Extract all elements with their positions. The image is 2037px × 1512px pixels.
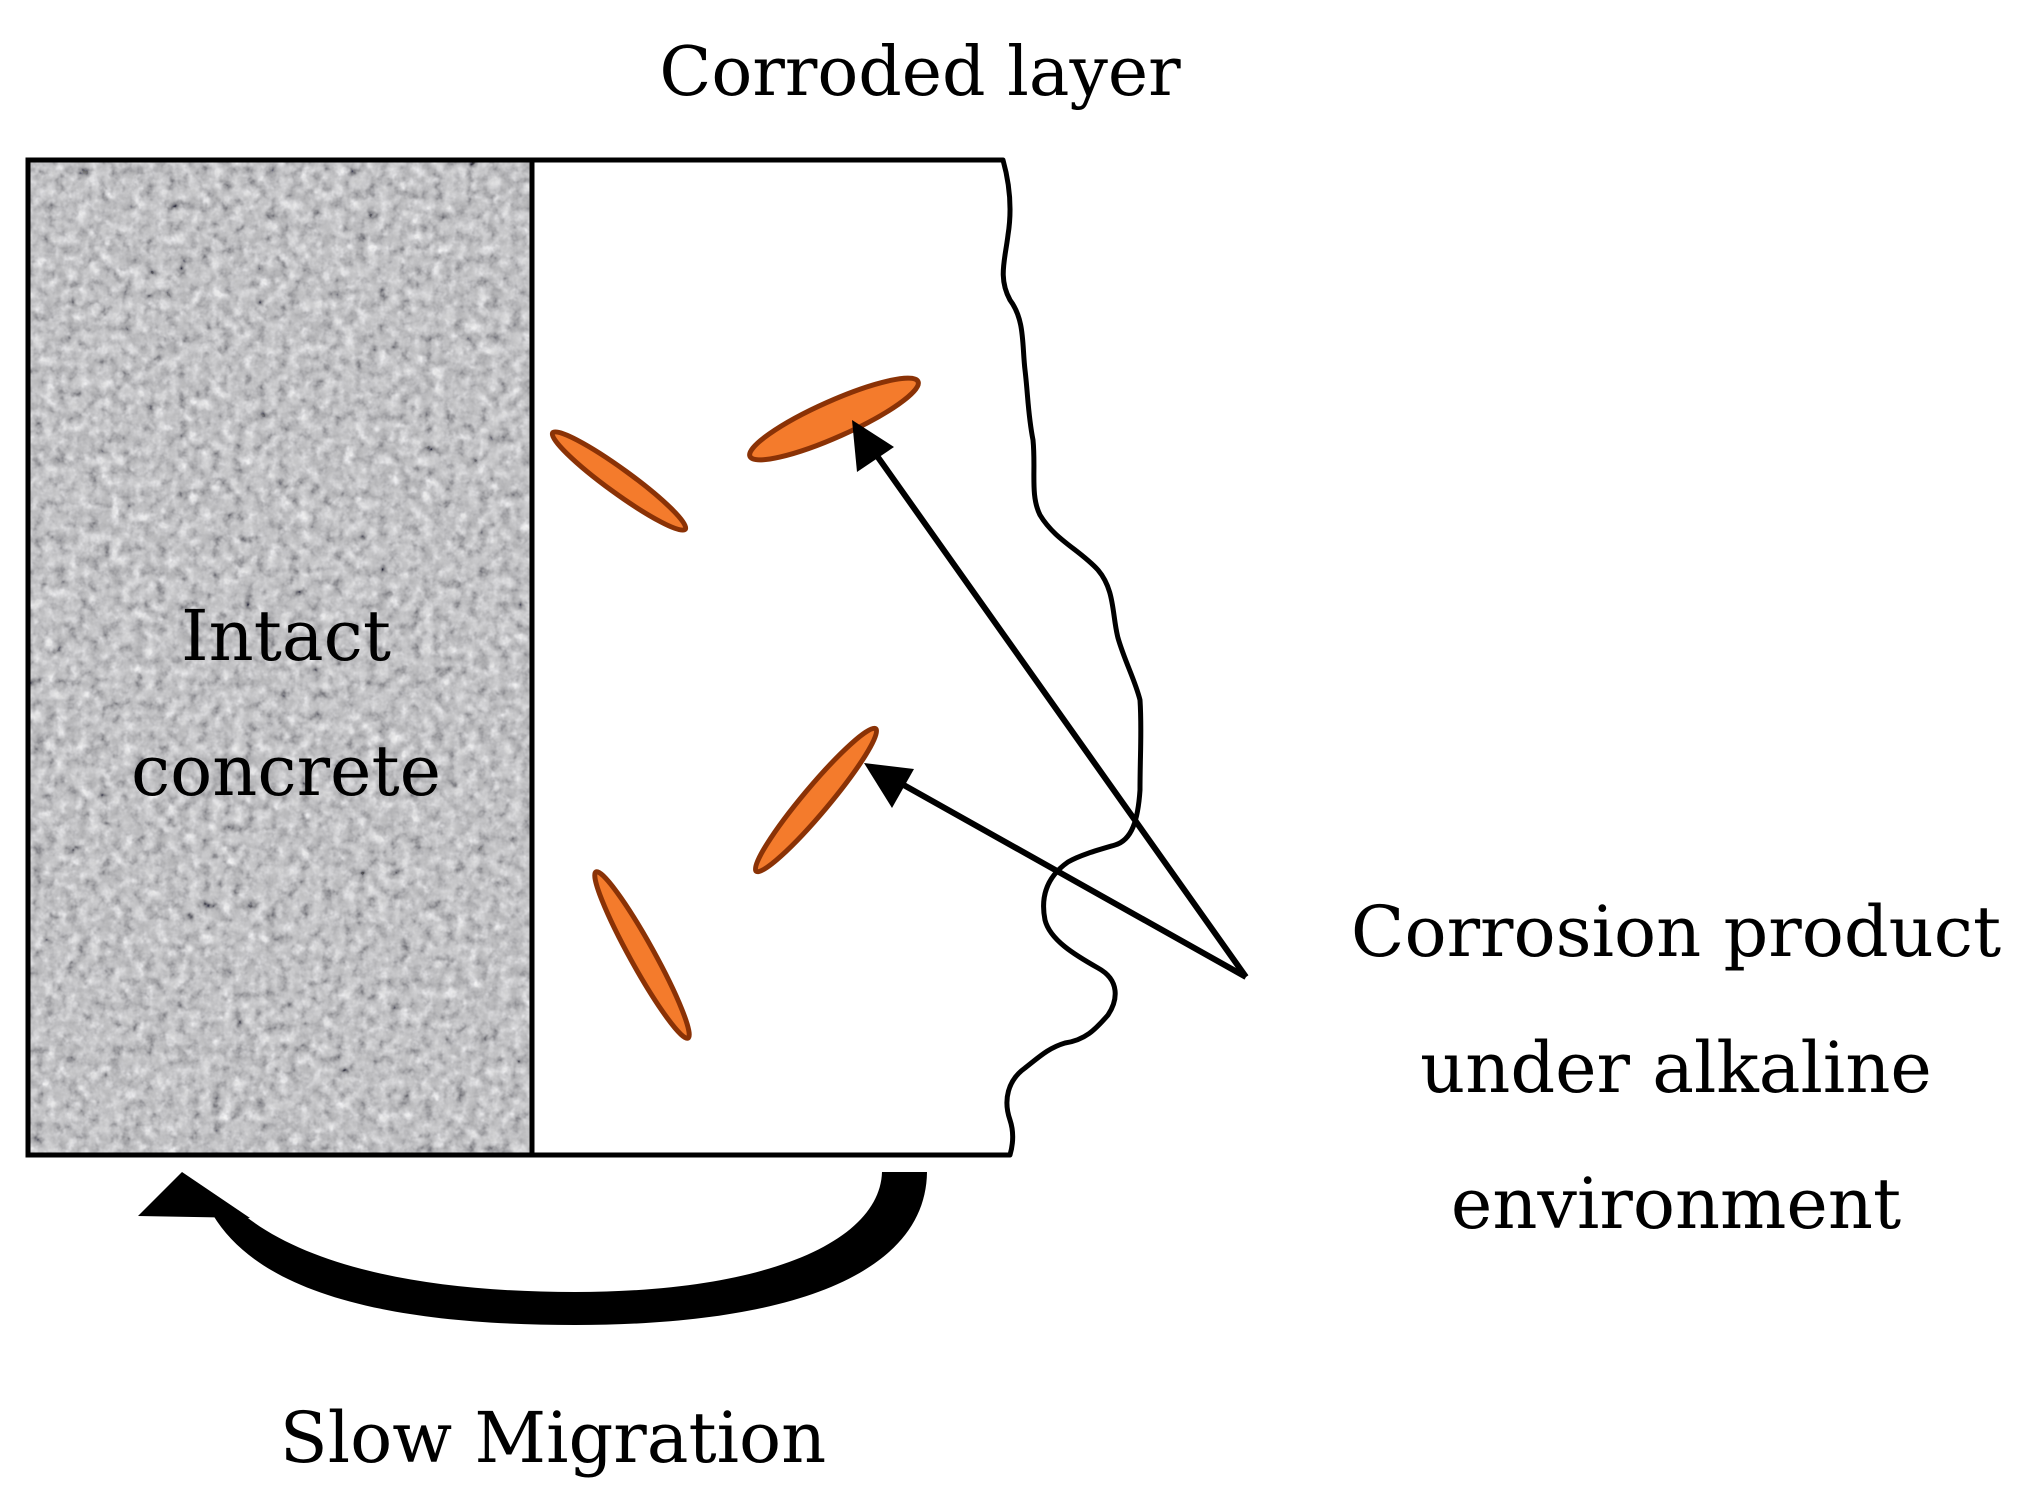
corrosion-product-ellipse bbox=[747, 375, 921, 463]
intact-concrete-label-line2: concrete bbox=[131, 730, 441, 812]
curved-arrow-left-icon bbox=[138, 1172, 927, 1325]
intact-concrete-label-line1: Intact bbox=[181, 595, 391, 677]
slow-migration-label: Slow Migration bbox=[280, 1397, 826, 1479]
corrosion-product-label-line2: under alkaline bbox=[1420, 1027, 1932, 1109]
corrosion-product-label-line3: environment bbox=[1451, 1163, 1901, 1245]
corrosion-product-ellipse bbox=[549, 429, 689, 533]
corroded-layer-label: Corroded layer bbox=[659, 33, 1181, 112]
intact-concrete-block bbox=[25, 157, 535, 1158]
corroded-layer-region bbox=[529, 157, 1144, 1158]
corrosion-product-ellipse bbox=[592, 869, 692, 1041]
corrosion-product-label-line1: Corrosion product bbox=[1351, 891, 2001, 973]
corrosion-product-ellipse bbox=[752, 725, 880, 875]
corrosion-products bbox=[549, 375, 921, 1041]
arrow-icon bbox=[852, 420, 1249, 980]
